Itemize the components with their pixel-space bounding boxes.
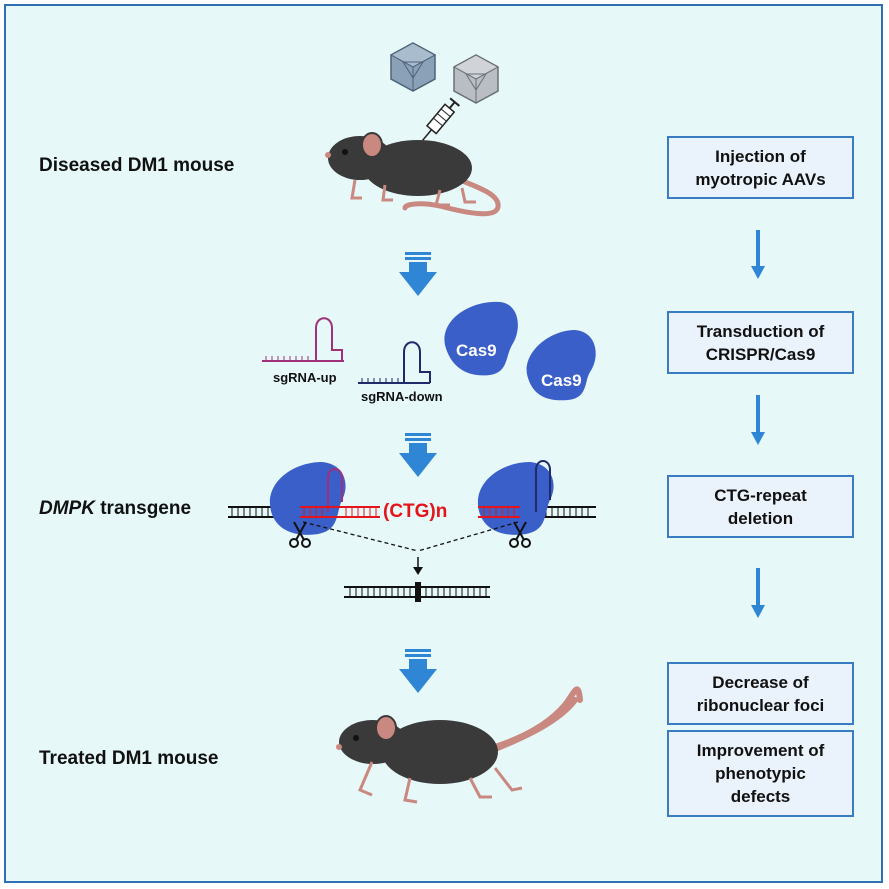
diseased-mouse-icon [325,132,501,217]
ctg-repeat-label: (CTG)n [383,501,448,522]
diseased-mouse-label: Diseased DM1 mouse [39,155,235,176]
sgrna-down-label: sgRNA-down [361,389,443,404]
flow-arrow [399,433,437,477]
cas9-label: Cas9 [456,341,497,360]
repaired-dna-strand [344,582,490,602]
syringe-icon [421,97,460,141]
cas9-bound-left [269,462,346,535]
cas9-label: Cas9 [541,371,582,390]
sgrna-up-icon [262,317,344,362]
step-box-transduction: Transduction of CRISPR/Cas9 [667,311,854,374]
step-text-line: defects [730,787,791,806]
step-arrow [751,395,765,445]
step-box-deletion: CTG-repeat deletion [667,475,854,538]
step-text-line: phenotypic [715,764,806,783]
step-text-line: ribonuclear foci [696,695,825,715]
dmpk-gene-name: DMPK [39,498,95,519]
step-text-line: Decrease of [712,672,809,692]
sgrna-down-bound [535,460,551,512]
dmpk-transgene-label: DMPK transgene [39,498,191,520]
deletion-dashed-lines [302,521,519,552]
aav-capsid-icon [452,54,500,104]
scissors-icon [509,521,531,548]
step-text-line: Injection of [715,146,806,166]
sgrna-up-label: sgRNA-up [273,370,337,385]
step-text-line: CRISPR/Cas9 [705,344,816,364]
treated-mouse-icon [336,686,583,804]
step-arrow [751,568,765,618]
ctg-repeat-segment [300,506,520,518]
small-down-arrow [413,557,423,575]
treated-mouse-label: Treated DM1 mouse [39,748,219,769]
step-text-line: Transduction of [696,321,825,341]
step-text-line: Improvement of [696,741,825,760]
cas9-protein-icon [444,301,518,376]
cas9-protein-icon [526,330,596,401]
step-box-phenotype: Improvement of phenotypic defects [667,730,854,817]
sgrna-up-bound [327,468,343,512]
aav-capsid-icon [389,42,437,92]
step-box-foci: Decrease of ribonuclear foci [667,662,854,725]
step-text-line: myotropic AAVs [695,169,826,189]
step-arrow [751,230,765,279]
step-box-injection: Injection of myotropic AAVs [667,136,854,199]
scissors-icon [289,521,311,548]
transgene-word: transgene [94,498,192,519]
flow-arrow [399,649,437,693]
step-text-line: CTG-repeat [714,485,807,505]
sgrna-down-icon [358,341,431,384]
step-text-line: deletion [727,508,794,528]
flow-arrow [399,252,437,296]
